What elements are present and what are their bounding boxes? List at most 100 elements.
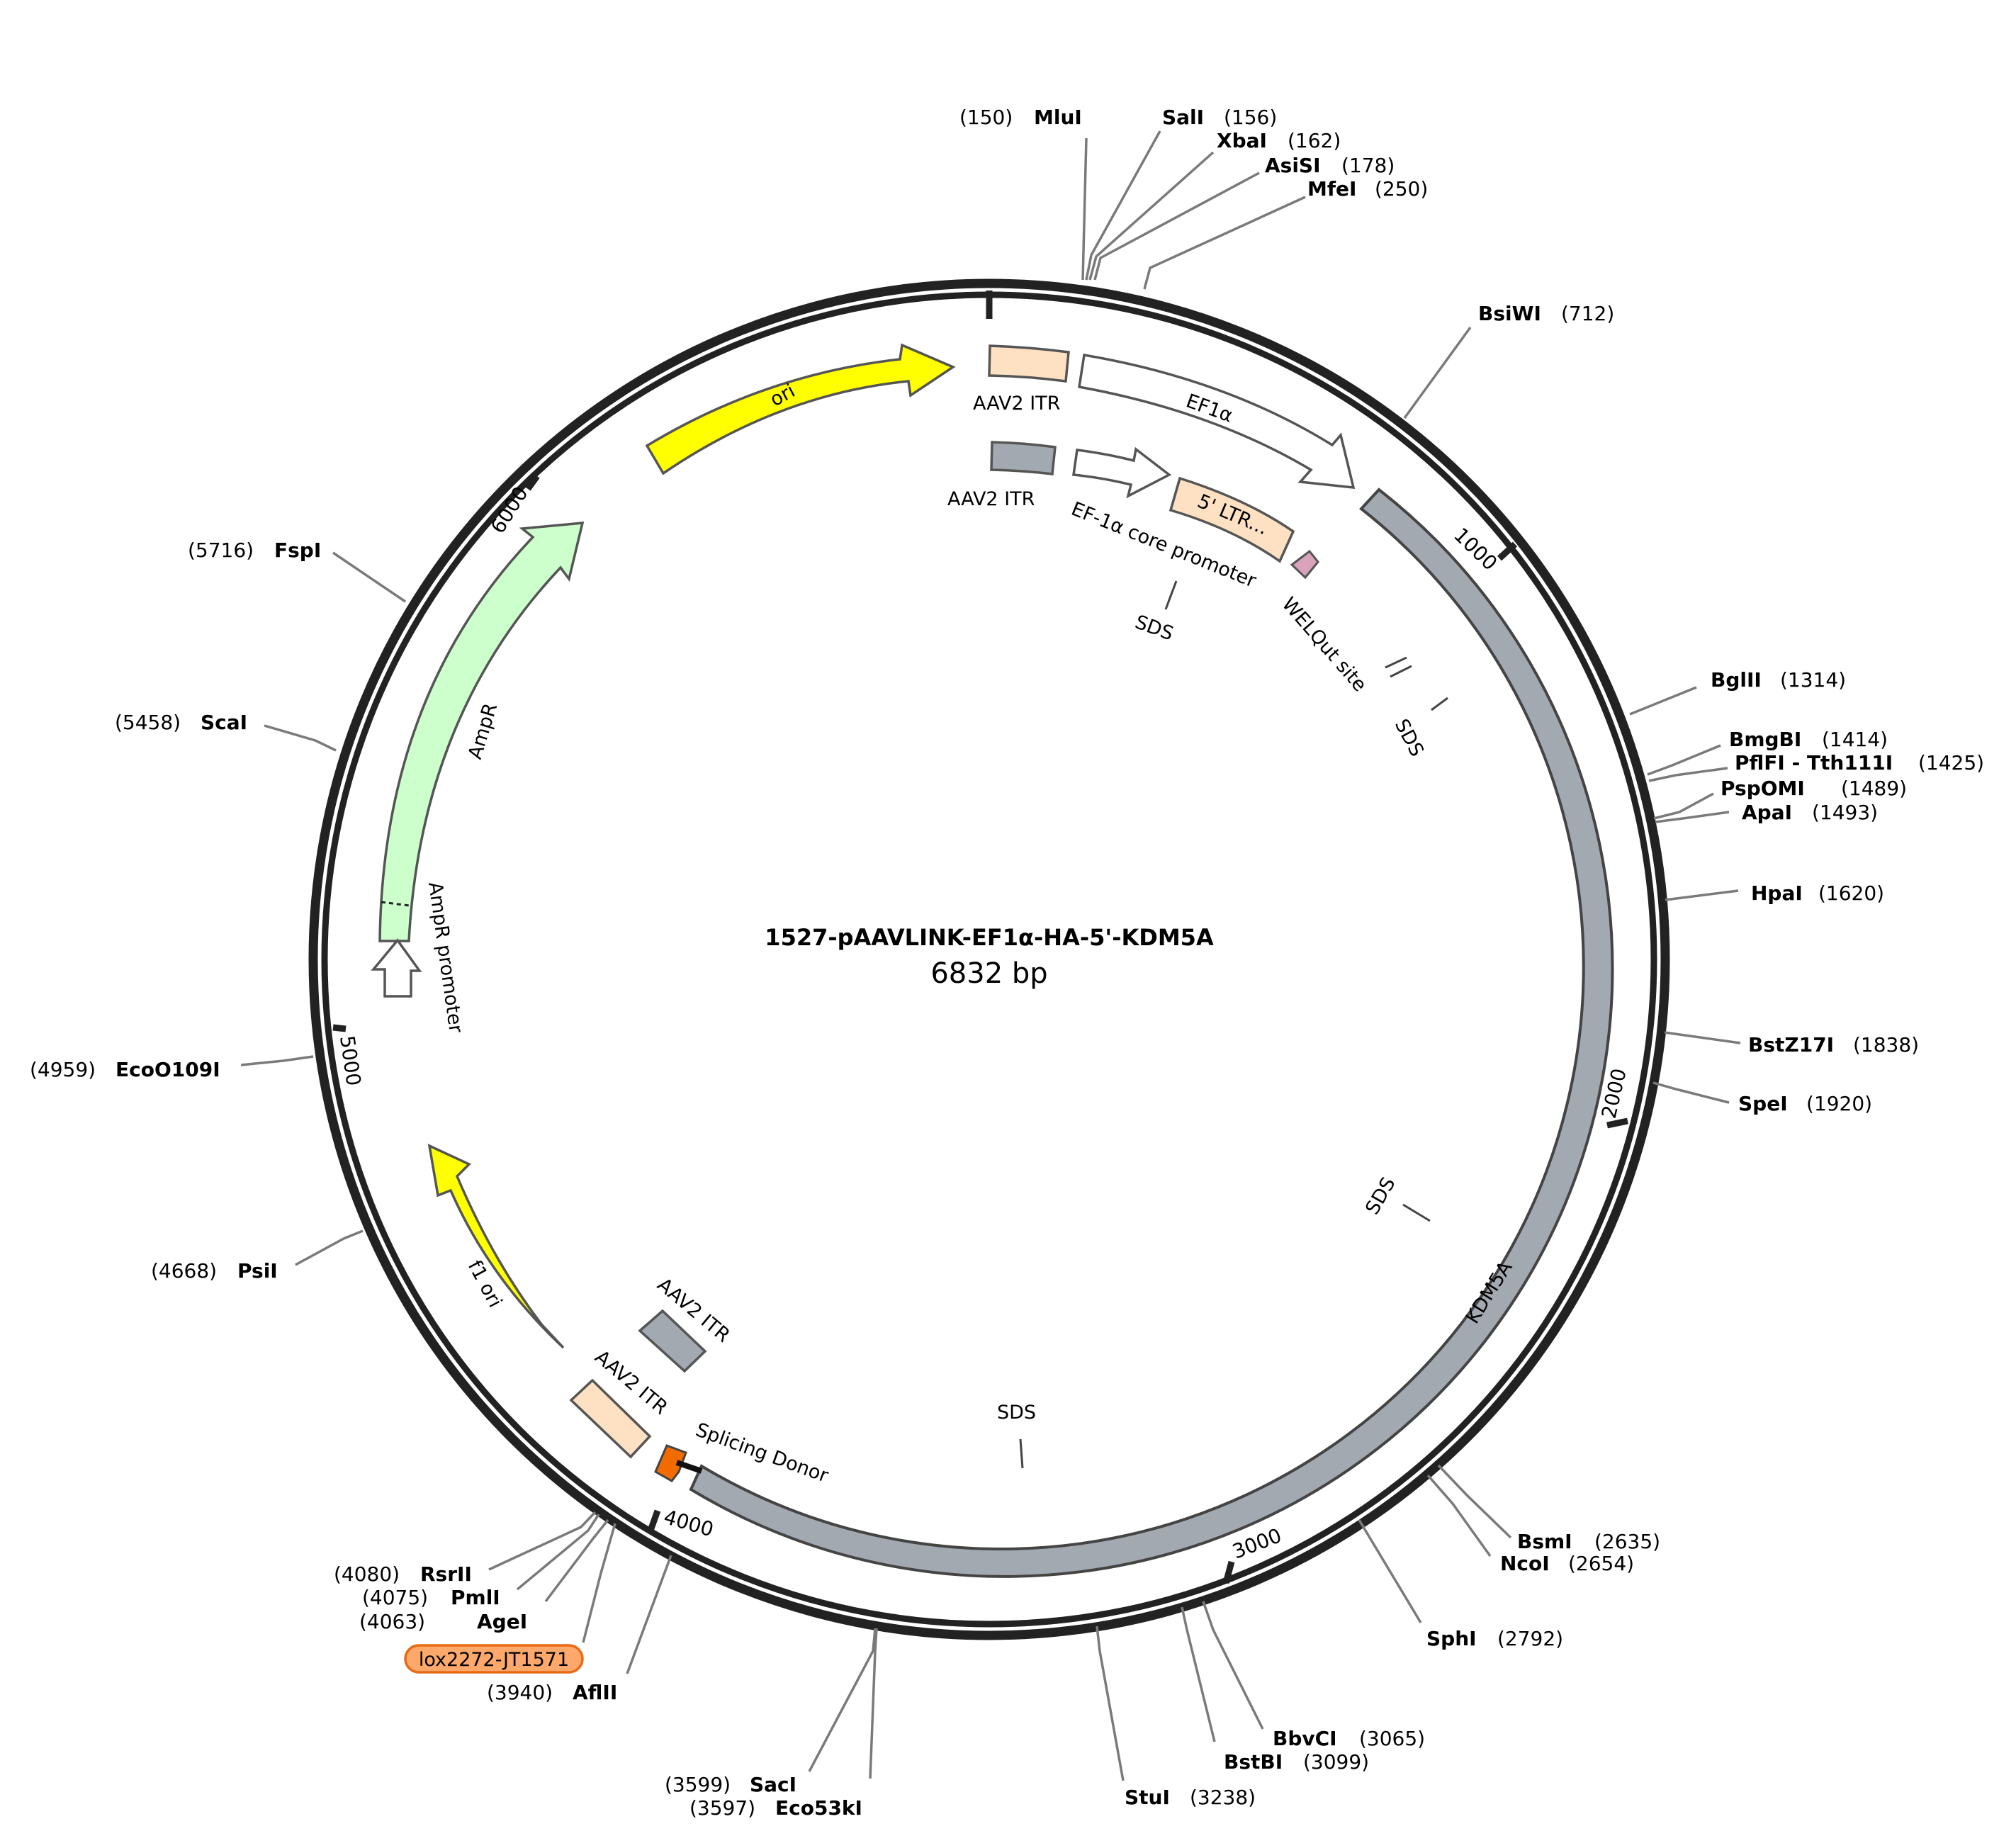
ori-arrow — [645, 343, 956, 475]
site-mfei-leader — [1143, 196, 1306, 290]
site-sphi-position: (2792) — [1497, 1627, 1563, 1650]
site-pmli-leader — [516, 1514, 600, 1591]
feature-welqut-site[interactable]: WELQut site — [1278, 549, 1371, 696]
sds-3-tick — [1402, 1203, 1431, 1222]
site-hpai-name: HpaI — [1751, 881, 1803, 905]
sds-2-tick-b — [1390, 665, 1412, 678]
site-bmgbi-position: (1414) — [1822, 728, 1888, 751]
feature-ampr[interactable]: AmpR — [378, 522, 585, 942]
feature-aav2-itr-1[interactable]: AAV2 ITR — [973, 344, 1070, 415]
site-agei-leader — [544, 1519, 609, 1603]
sds-2-tick-a — [1385, 656, 1407, 669]
feature-ori[interactable]: ori — [645, 343, 956, 475]
kdm5a-arc — [689, 488, 1614, 1578]
ef1a-arrow — [1078, 353, 1356, 490]
site-stui-name: StuI — [1125, 1786, 1170, 1809]
sds-4-label: SDS — [997, 1402, 1036, 1424]
site-xbai-name: XbaI — [1217, 129, 1267, 152]
tick-mark-6000 — [525, 474, 540, 491]
site-rsrii-leader — [488, 1511, 597, 1571]
site-asisi-name: AsiSI — [1265, 154, 1321, 177]
ampr-promoter-arrow — [371, 938, 422, 998]
site-psii-name: PsiI — [237, 1259, 278, 1283]
site-stui-leader — [1096, 1626, 1125, 1781]
site-bstz17i-name: BstZ17I — [1748, 1033, 1834, 1057]
feature-splicing-donor[interactable]: Splicing Donor — [654, 1419, 832, 1487]
site-ncoi-leader — [1426, 1474, 1492, 1557]
primer-lox2272-box — [404, 1644, 584, 1674]
aav2-itr-2-label: AAV2 ITR — [947, 488, 1035, 510]
site-bbvci-leader — [1202, 1601, 1264, 1730]
site-ecoo109i-name: EcoO109I — [116, 1058, 220, 1081]
5-ltr-box — [1169, 476, 1295, 563]
site-saci-leader — [808, 1628, 877, 1772]
f1-ori-arrow — [427, 1144, 565, 1349]
backbone-outer-ring — [308, 278, 1670, 1640]
sds-3-label: SDS — [1361, 1173, 1400, 1218]
site-bglii-leader — [1629, 686, 1697, 716]
site-sphi-name: SphI — [1426, 1627, 1477, 1650]
aav2-itr-3-box — [638, 1309, 707, 1373]
feature-aav2-itr-4[interactable]: AAV2 ITR — [569, 1346, 672, 1459]
site-pmli-position: (4075) — [362, 1586, 428, 1609]
feature-aav2-itr-2[interactable]: AAV2 ITR — [947, 441, 1057, 510]
site-mlui-leader — [1081, 137, 1088, 281]
site-hpai-position: (1620) — [1818, 881, 1884, 905]
site-bsmi-name: BsmI — [1517, 1530, 1572, 1553]
primer-lox2272-label: lox2272-JT1571 — [419, 1649, 569, 1671]
tick-mark-4000 — [647, 1509, 661, 1532]
sds-markers: SDS SDS SDS SDS — [997, 580, 1448, 1469]
site-asisi-leader — [1093, 171, 1260, 281]
aav2-itr-4-box — [569, 1378, 652, 1459]
site-scai-leader — [264, 724, 337, 752]
tick-label-4000: 4000 — [661, 1505, 716, 1541]
site-xbai-position: (162) — [1288, 129, 1341, 152]
site-bstz17i-position: (1838) — [1853, 1033, 1919, 1057]
sds-1-label: SDS — [1132, 611, 1176, 645]
site-saci-name: SacI — [750, 1773, 796, 1796]
sds-2-tick-c — [1431, 697, 1448, 711]
feature-f1-ori[interactable]: f1 ori — [427, 1144, 565, 1349]
feature-aav2-itr-3[interactable]: AAV2 ITR — [638, 1274, 734, 1373]
site-bbvci-position: (3065) — [1359, 1727, 1425, 1750]
site-bsiwi-leader — [1403, 326, 1472, 419]
site-bsiwi-position: (712) — [1561, 302, 1614, 325]
site-bsmi-leader — [1437, 1464, 1512, 1539]
ampr-label: AmpR — [464, 701, 502, 762]
site-psii-position: (4668) — [151, 1259, 217, 1283]
site-pflfi-position: (1425) — [1918, 751, 1984, 774]
site-mfei-position: (250) — [1375, 177, 1428, 201]
site-xbai-leader — [1088, 151, 1215, 281]
site-apai-position: (1493) — [1812, 801, 1878, 824]
site-scai-position: (5458) — [115, 711, 181, 734]
sds-4-tick — [1019, 1438, 1024, 1469]
site-bglii-name: BglII — [1711, 668, 1762, 692]
ef1a-core-promoter-arrow — [1072, 446, 1172, 499]
site-stui-position: (3238) — [1190, 1786, 1256, 1809]
site-mfei-name: MfeI — [1307, 177, 1356, 201]
restriction-sites: (150) MluI SalI (156) XbaI (162) AsiSI (… — [30, 106, 1984, 1820]
site-eco53ki-leader — [869, 1628, 878, 1779]
site-ncoi-name: NcoI — [1500, 1552, 1550, 1575]
tick-mark-5000 — [332, 1024, 347, 1032]
site-aflii-position: (3940) — [487, 1681, 553, 1704]
aav2-itr-2-box — [990, 441, 1057, 475]
plasmid-name: 1527-pAAVLINK-EF1α-HA-5'-KDM5A — [765, 924, 1214, 951]
site-fspi-leader — [332, 551, 406, 603]
ampr-dashed-marker — [381, 901, 410, 907]
site-spei-name: SpeI — [1738, 1092, 1788, 1115]
site-ecoo109i-leader — [240, 1055, 314, 1066]
site-pspomi-name: PspOMI — [1721, 777, 1805, 800]
site-fspi-position: (5716) — [188, 539, 254, 562]
site-sphi-leader — [1358, 1519, 1422, 1623]
site-eco53ki-name: Eco53kI — [775, 1796, 862, 1820]
tick-mark-2000 — [1606, 1117, 1628, 1129]
site-asisi-position: (178) — [1341, 154, 1395, 177]
site-bstbi-name: BstBI — [1224, 1750, 1283, 1774]
tick-mark-1000 — [1497, 541, 1518, 561]
welqut-site-arrow — [1290, 549, 1319, 580]
site-pmli-name: PmlI — [451, 1586, 500, 1609]
site-mlui-name: MluI — [1034, 106, 1082, 129]
tick-mark-3000 — [1222, 1560, 1235, 1584]
